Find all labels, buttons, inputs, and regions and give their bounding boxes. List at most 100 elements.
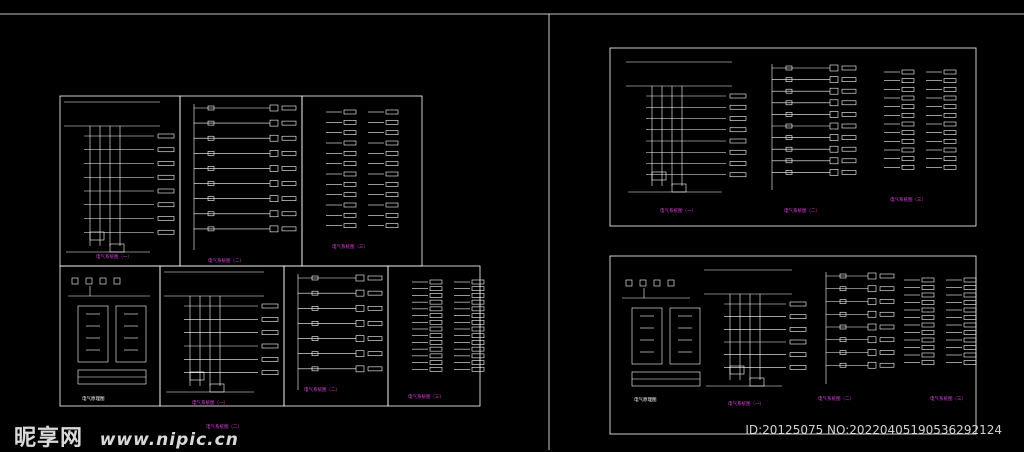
left-sheet-details: [64, 101, 485, 393]
watermark-id: ID:20125075 NO:20220405190536292124: [745, 423, 1002, 437]
rung-label-box: [879, 286, 895, 292]
legend-text: [471, 333, 485, 339]
feeder-label-box: [789, 314, 807, 319]
feeder-label-box: [789, 352, 807, 357]
legend-text: [343, 223, 357, 228]
coil: [867, 349, 877, 356]
coil: [269, 180, 279, 187]
legend-text: [921, 360, 935, 365]
legend-text: [921, 292, 935, 298]
legend-text: [385, 120, 399, 125]
legend-text: [471, 340, 485, 345]
watermark-left: 昵享网 www.nipic.cn: [14, 420, 239, 452]
rung-label-box: [841, 146, 857, 152]
contact: [785, 135, 793, 140]
contact: [785, 146, 793, 152]
caption-r7: 电气系统图（三）: [930, 395, 966, 402]
coil: [355, 274, 365, 282]
legend-text: [901, 87, 915, 92]
caption-r4: 电气原理图: [634, 396, 657, 403]
legend-text: [901, 78, 915, 83]
rung-label-box: [879, 273, 895, 279]
coil: [829, 145, 839, 153]
legend-text: [343, 192, 357, 197]
sheet-frame-l4: [59, 265, 161, 407]
feeder-label-box: [157, 229, 175, 235]
legend-text: [963, 277, 977, 283]
rung-label-box: [841, 135, 857, 140]
legend-text: [943, 104, 957, 109]
rung-label-box: [281, 181, 297, 186]
feeder-label-box: [789, 339, 807, 345]
legend-text: [921, 330, 935, 335]
transformer-symbol: [653, 279, 661, 287]
legend-text: [471, 299, 485, 305]
right-sheet-set: [609, 47, 977, 435]
contact: [839, 299, 847, 304]
legend-text: [343, 182, 357, 187]
legend-text: [343, 161, 357, 166]
rung-label-box: [367, 290, 383, 296]
rung-label-box: [281, 120, 297, 126]
feeder-label-box: [157, 161, 175, 166]
coil: [829, 111, 839, 118]
legend-text: [429, 286, 443, 292]
rung-label-box: [281, 211, 297, 217]
legend-text: [343, 130, 357, 135]
legend-text: [921, 307, 935, 313]
rung-label-box: [281, 226, 297, 232]
legend-text: [471, 319, 485, 325]
cabinet: [115, 305, 147, 363]
legend-text: [471, 366, 485, 372]
legend-text: [943, 130, 957, 135]
legend-text: [429, 346, 443, 352]
transformer-symbol: [625, 279, 633, 287]
legend-text: [385, 213, 399, 218]
legend-text: [901, 139, 915, 144]
legend-text: [921, 285, 935, 290]
legend-text: [963, 337, 977, 343]
transformer-symbol: [99, 277, 107, 285]
legend-text: [921, 352, 935, 358]
contact: [839, 273, 847, 279]
legend-text: [385, 161, 399, 166]
legend-text: [471, 346, 485, 352]
contact: [785, 77, 793, 82]
caption-l7: 电气系统图（三）: [408, 393, 444, 400]
legend-text: [921, 315, 935, 320]
coil: [829, 157, 839, 165]
device-box: [749, 377, 765, 387]
legend-text: [343, 109, 357, 115]
contact: [785, 88, 793, 94]
device-box: [189, 371, 205, 381]
device-box: [651, 171, 667, 181]
rung-label-box: [841, 170, 857, 175]
rung-label-box: [281, 135, 297, 141]
coil: [269, 210, 279, 218]
caption-l-extra: 电气系统图（二）: [206, 423, 242, 430]
rung-label-box: [841, 158, 857, 164]
legend-text: [901, 130, 915, 135]
right-captions: 电气系统图（一） 电气系统图（二） 电气系统图（三） 电气原理图 电气系统图（一…: [634, 196, 966, 407]
feeder-label-box: [261, 357, 279, 362]
coil: [829, 134, 839, 141]
coil: [355, 350, 365, 358]
legend-text: [385, 140, 399, 146]
rung-label-box: [367, 351, 383, 357]
contact: [207, 226, 215, 232]
feeder-label-box: [789, 365, 807, 370]
watermark-url: www.nipic.cn: [99, 430, 239, 450]
caption-l3: 电气系统图（三）: [332, 243, 368, 250]
feeder-label-box: [729, 138, 747, 144]
feeder-label-box: [729, 149, 747, 155]
contact: [839, 286, 847, 292]
feeder-label-box: [729, 93, 747, 99]
caption-r3: 电气系统图（三）: [890, 196, 926, 203]
legend-text: [963, 360, 977, 365]
caption-l4: 电气原理图: [82, 395, 105, 402]
legend-text: [901, 165, 915, 170]
right-sheet-details: [622, 61, 977, 387]
feeder-label-box: [157, 133, 175, 139]
feeder-label-box: [729, 172, 747, 178]
legend-text: [921, 337, 935, 343]
